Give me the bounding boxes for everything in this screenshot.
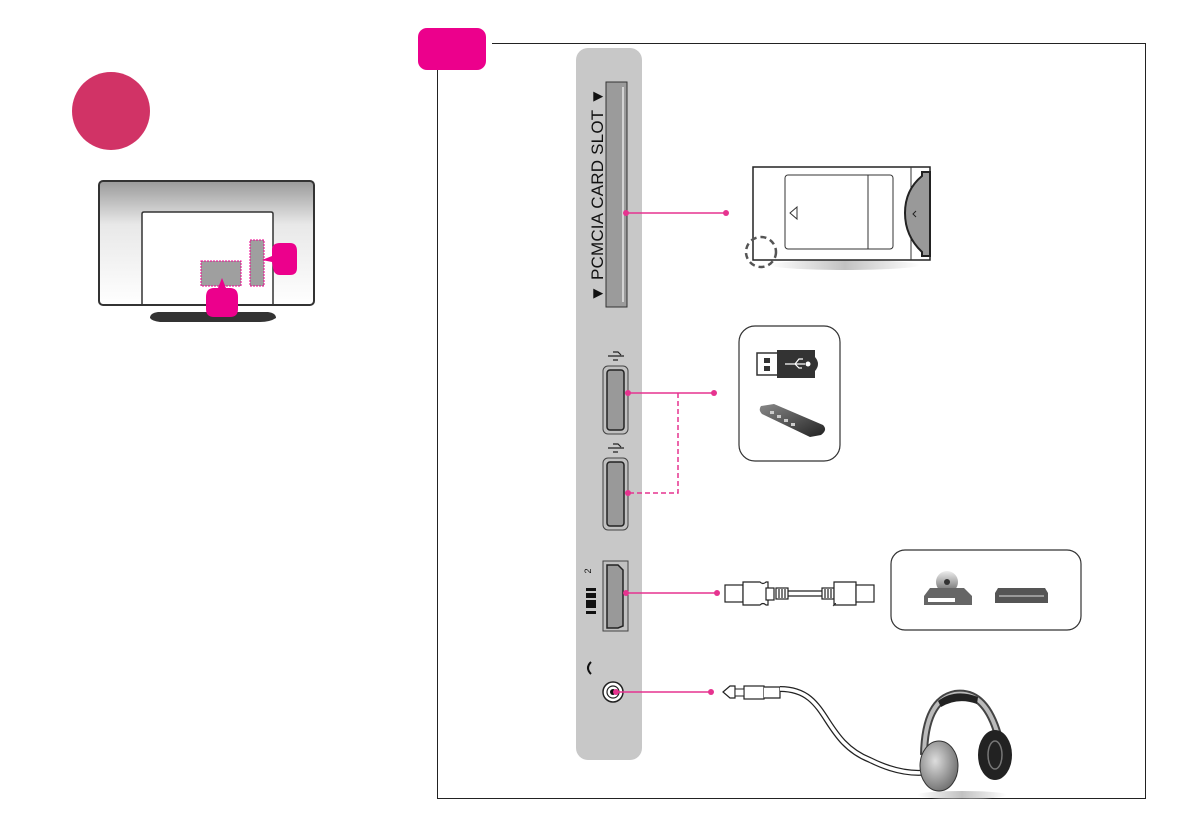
set-top-box-icon: [995, 588, 1048, 603]
hdmi-port-number: 2: [583, 568, 593, 573]
usb-flash-drive-icon: [757, 350, 818, 378]
pcmcia-slot-label: ▼ PCMCIA CARD SLOT ▼: [588, 88, 608, 302]
connection-dots: [613, 210, 729, 695]
headphone-icon: [588, 662, 591, 674]
ci-module-card: [746, 167, 930, 270]
usb-port-2[interactable]: [603, 458, 628, 530]
usb-port-1[interactable]: [603, 366, 628, 434]
headphone-cable: [723, 686, 930, 773]
usb-devices-box: [739, 326, 840, 461]
pcmcia-slot[interactable]: [606, 82, 627, 307]
headphones-icon: [917, 693, 1012, 799]
hdmi-port[interactable]: [603, 561, 628, 631]
hdmi-devices-box: [891, 550, 1081, 630]
hdmi-cable: [725, 582, 874, 605]
hdmi-logo: 2: [583, 568, 596, 614]
connection-lines: [616, 213, 726, 692]
